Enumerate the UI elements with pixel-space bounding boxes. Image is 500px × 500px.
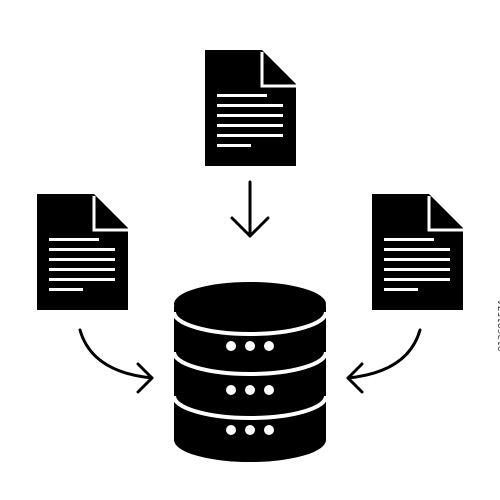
database-indicator-dots xyxy=(226,341,274,435)
arrow-down-icon xyxy=(230,180,270,238)
document-icon-left xyxy=(37,194,128,310)
document-icon-top xyxy=(205,50,296,166)
curved-arrow-right-icon xyxy=(78,328,154,394)
database-icon xyxy=(172,282,328,462)
curved-arrow-left-icon xyxy=(346,328,422,394)
document-icon-right xyxy=(372,194,463,310)
